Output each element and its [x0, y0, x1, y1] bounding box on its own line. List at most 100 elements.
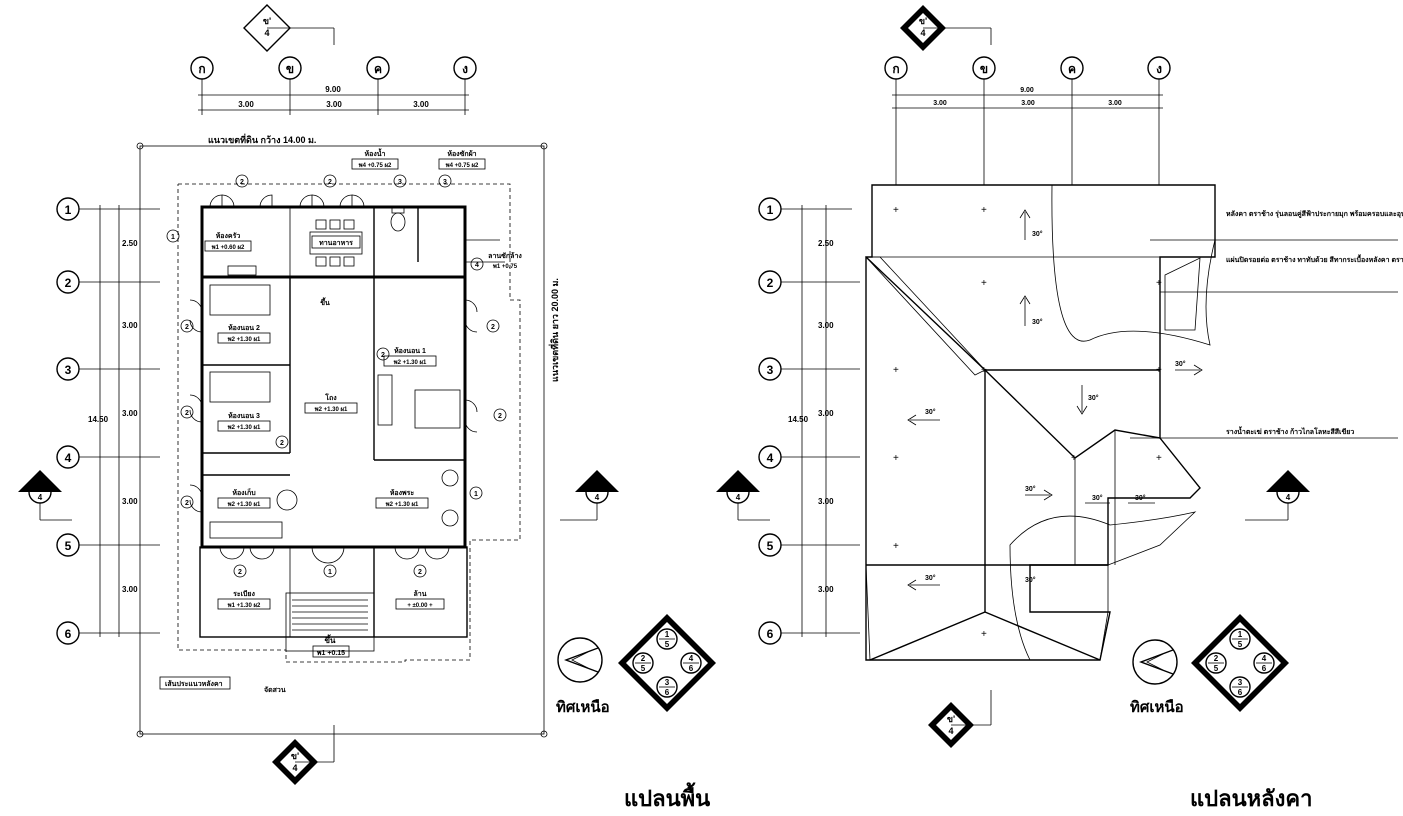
- svg-text:2: 2: [498, 413, 502, 420]
- floor-plan: ข' 4 ก ข ค ง 9.00 3.00 3.00 3.00 แนวเขตท…: [18, 4, 710, 811]
- svg-text:ห้องพระ: ห้องพระ: [390, 488, 415, 497]
- svg-text:3.00: 3.00: [818, 409, 834, 418]
- grid-row-6: 6: [65, 627, 72, 641]
- grid-columns-top: ก ข ค ง 9.00 3.00 3.00 3.00: [190, 56, 477, 115]
- stove: [227, 265, 257, 276]
- svg-text:2: 2: [1214, 654, 1219, 663]
- front-stairs: ขึ้น พ1 +0.15: [285, 592, 375, 658]
- svg-text:ข': ข': [947, 714, 955, 724]
- svg-text:ห้องนอน 3: ห้องนอน 3: [228, 411, 260, 420]
- room-bathroom: ห้องน้ำ พ4 +0.75 ผ2: [351, 147, 399, 170]
- section-top-number: 4: [264, 28, 269, 38]
- svg-text:6: 6: [665, 688, 670, 697]
- hall-up-label: ขึ้น: [320, 296, 330, 307]
- room-yard: ล้าน + ±0.00 +: [395, 589, 445, 610]
- svg-text:+: +: [981, 365, 987, 376]
- key-plan-left: 1 5 3 6 2 5 4 6: [618, 614, 716, 712]
- grid-row-4: 4: [65, 451, 72, 465]
- svg-text:3.00: 3.00: [933, 100, 947, 107]
- svg-text:3.00: 3.00: [818, 497, 834, 506]
- room-bedroom-3: ห้องนอน 3 พ2 +1.30 ผ1: [217, 411, 271, 432]
- svg-text:30°: 30°: [1032, 230, 1043, 238]
- roof-notes: หลังคา ตราช้าง รุ่นลอนคู่สีฟ้าประกายมุก …: [1130, 209, 1403, 439]
- dim-row-2: 3.00: [122, 321, 138, 330]
- toilet-fixture: [390, 212, 406, 232]
- dim-row-5: 3.00: [122, 585, 138, 594]
- wardrobe: [377, 374, 393, 426]
- svg-text:4: 4: [736, 493, 741, 502]
- door-arcs: [189, 194, 478, 564]
- svg-text:4: 4: [689, 654, 694, 663]
- svg-text:5: 5: [641, 664, 646, 673]
- bed-3: [209, 371, 271, 403]
- room-storage: ห้องเก็บ พ2 +1.30 ผ1: [217, 488, 271, 509]
- room-washing-yard: ลานซักล้าง พ1 +0.75: [488, 251, 522, 270]
- dim-row-total: 14.50: [88, 415, 109, 424]
- svg-text:พ4 +0.75 ผ2: พ4 +0.75 ผ2: [359, 162, 392, 169]
- svg-text:6: 6: [767, 627, 774, 641]
- svg-text:2: 2: [418, 569, 422, 576]
- roof-line-label: เส้นประแนวหลังคา: [165, 679, 223, 688]
- door-markers: 2 2 3 3 1 2 2 2 2 2 2 2 1 2 2 1 4: [166, 174, 507, 578]
- svg-text:+: +: [981, 629, 987, 640]
- roof-note-2: แผ่นปิดรอยต่อ ตราช้าง ทาทับด้วย สีทากระเ…: [1226, 253, 1403, 265]
- section-mark-top-right: ข' 4: [900, 5, 992, 51]
- roof-grid-rows: 1 2 3 4 5 6 2.50 3.00 3.00 3.00 3.00 14.…: [758, 197, 860, 645]
- svg-text:+: +: [893, 365, 899, 376]
- svg-text:ข: ข: [980, 62, 988, 76]
- svg-text:พ2 +1.30 ผ1: พ2 +1.30 ผ1: [228, 336, 261, 343]
- svg-text:+ ±0.00 +: + ±0.00 +: [407, 603, 433, 609]
- svg-text:พ1 +0.75: พ1 +0.75: [493, 263, 518, 270]
- svg-text:2: 2: [185, 500, 189, 507]
- svg-text:5: 5: [665, 640, 670, 649]
- lot-width-label: แนวเขตที่ดิน กว้าง 14.00 ม.: [208, 133, 316, 145]
- svg-text:14.50: 14.50: [788, 415, 809, 424]
- svg-text:โถง: โถง: [324, 393, 337, 402]
- svg-text:ก': ก': [1285, 483, 1292, 492]
- svg-text:30°: 30°: [1135, 494, 1146, 502]
- svg-text:1: 1: [171, 234, 175, 241]
- roof-outline-dashed: [177, 183, 521, 663]
- svg-text:3.00: 3.00: [1108, 100, 1122, 107]
- room-terrace: ระเบียง พ1 +1.30 ผ2: [217, 590, 271, 610]
- room-labels: ห้องครัว พ1 +0.60 ผ2 ทานอาหาร ห้องน้ำ พ4…: [204, 147, 522, 610]
- stairs-up-label: ขึ้น: [325, 634, 336, 645]
- section-top-letter: ข': [263, 16, 271, 26]
- section-mark-right: ก' 4: [560, 470, 619, 521]
- svg-text:4: 4: [595, 493, 600, 502]
- grid-rows-left: 1 2 3 4 5 6 2.50 3.00 3.00 3.00 3.00 14.…: [56, 197, 160, 645]
- svg-text:+: +: [893, 205, 899, 216]
- roof-section-mark-right: ก' 4: [1245, 470, 1310, 521]
- svg-text:4: 4: [948, 726, 953, 736]
- dining-table: [309, 219, 363, 267]
- dim-col-3: 3.00: [413, 100, 429, 109]
- room-bedroom-1: ห้องนอน 1 พ2 +1.30 ผ1: [383, 346, 437, 367]
- svg-text:3: 3: [1238, 678, 1243, 687]
- svg-text:3: 3: [665, 678, 670, 687]
- svg-text:3.00: 3.00: [818, 585, 834, 594]
- svg-text:30°: 30°: [1092, 494, 1103, 502]
- svg-text:1: 1: [665, 630, 670, 639]
- svg-text:ข': ข': [919, 16, 927, 26]
- slope-arrows: 30° 30° 30° 30° 30° 30° 30° 30° 30° 30°: [907, 209, 1203, 591]
- svg-text:4: 4: [1286, 493, 1291, 502]
- svg-text:ก': ก': [594, 483, 601, 492]
- svg-text:ห้องนอน 1: ห้องนอน 1: [394, 346, 426, 355]
- svg-text:3: 3: [398, 179, 402, 186]
- room-kitchen: ห้องครัว พ1 +0.60 ผ2: [204, 231, 252, 252]
- svg-text:4: 4: [38, 493, 43, 502]
- floor-plan-title: แปลนพื้น: [624, 782, 710, 811]
- svg-text:2: 2: [185, 410, 189, 417]
- svg-text:ก: ก: [38, 483, 43, 492]
- dim-col-2: 3.00: [326, 100, 342, 109]
- svg-text:พ2 +1.30 ผ1: พ2 +1.30 ผ1: [228, 424, 261, 431]
- bed-1: [414, 389, 461, 429]
- sofa: [209, 521, 283, 539]
- svg-text:3.00: 3.00: [1021, 100, 1035, 107]
- north-arrow-right: ทิศเหนือ: [1130, 639, 1184, 716]
- section-mark-bottom-right: ข' 4: [928, 690, 992, 748]
- north-label-right: ทิศเหนือ: [1130, 698, 1184, 716]
- room-laundry: ห้องซักผ้า พ4 +0.75 ผ2: [438, 149, 486, 170]
- svg-text:30°: 30°: [1025, 485, 1036, 493]
- svg-text:30°: 30°: [1175, 360, 1186, 368]
